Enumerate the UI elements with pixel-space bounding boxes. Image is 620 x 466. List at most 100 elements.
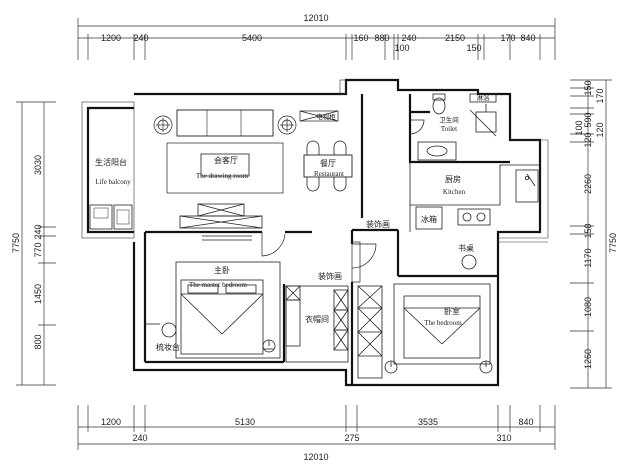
bedroom-bed xyxy=(403,295,481,359)
fridge-label: 冰箱 xyxy=(421,214,437,224)
life-balcony-cn-label: 生活阳台 xyxy=(95,157,127,167)
shower-label: 淋浴 xyxy=(477,93,491,102)
corridor xyxy=(351,241,377,283)
dresser-stool xyxy=(161,322,177,338)
bottom-dim-6: 275 xyxy=(344,433,359,443)
life-balcony: 生活阳台 Life balcony xyxy=(89,157,133,230)
tv-cabinet xyxy=(179,203,263,241)
top-dim-9: 150 xyxy=(466,43,481,53)
right-dimension-labels: 150 170 100 590 120 120 2260 150 1170 10… xyxy=(574,80,605,369)
top-total-dimension: 12010 xyxy=(303,13,328,23)
nightstand-left xyxy=(384,360,398,374)
bedroom-en-label: The bedroom xyxy=(424,319,462,327)
drawing-room-cn-label: 会客厅 xyxy=(214,155,238,165)
top-dim-5: 880 xyxy=(374,33,389,43)
kitchen xyxy=(409,162,540,232)
right-dimension-band xyxy=(570,79,612,389)
left-dim-2: 240 xyxy=(33,224,43,239)
master-bed xyxy=(180,279,264,355)
bedroom xyxy=(357,254,496,379)
ornament-wall-label-1: 装饰画 xyxy=(366,219,390,229)
left-dimension-band xyxy=(16,101,56,386)
top-dim-8: 2150 xyxy=(445,33,465,43)
washing-machine xyxy=(89,204,113,230)
left-total-dimension: 7750 xyxy=(11,233,21,253)
right-dim-1: 150 xyxy=(583,80,593,95)
right-dim-11: 1260 xyxy=(583,349,593,369)
shower-area xyxy=(469,93,497,103)
bottom-dim-3: 3535 xyxy=(418,417,438,427)
restaurant-cn-label: 餐厅 xyxy=(320,159,336,168)
toilet-door[interactable] xyxy=(409,119,425,135)
life-balcony-en-label: Life balcony xyxy=(95,178,131,186)
bedroom-cn-label: 卧室 xyxy=(444,306,460,316)
washbasin xyxy=(417,141,457,161)
top-dim-1: 1200 xyxy=(101,33,121,43)
walls xyxy=(86,78,542,387)
bottom-dim-4: 840 xyxy=(518,417,533,427)
top-dim-2: 240 xyxy=(133,33,148,43)
cloakroom xyxy=(285,285,349,363)
left-dimension-labels: 3030 240 770 1450 800 xyxy=(33,155,43,350)
cloakroom-label: 衣帽间 xyxy=(305,314,329,324)
toilet-cn-label: 卫生间 xyxy=(439,115,459,124)
toilet-bowl xyxy=(432,97,446,115)
left-dim-5: 800 xyxy=(33,334,43,349)
rug xyxy=(166,142,284,194)
master-bedroom-door[interactable] xyxy=(261,232,286,257)
left-dim-4: 1450 xyxy=(33,284,43,304)
balcony-thin-lines xyxy=(81,79,549,243)
bottom-dim-2: 5130 xyxy=(235,417,255,427)
kitchen-sink xyxy=(515,169,539,203)
restaurant: 餐厅 Restaurant 电视柜 装饰画 xyxy=(299,110,390,229)
master-bedroom xyxy=(145,261,281,359)
right-dim-6: 120 xyxy=(583,132,593,147)
kitchen-cn-label: 厨房 xyxy=(445,174,461,184)
right-dim-10: 1080 xyxy=(583,297,593,317)
ornament-wall-label-2: 装饰画 xyxy=(318,271,342,281)
desk-chair xyxy=(461,254,477,270)
master-bedroom-cn-label: 主卧 xyxy=(214,265,230,275)
left-dim-1: 3030 xyxy=(33,155,43,175)
nightstand-lamp xyxy=(262,339,276,353)
top-dimension-band xyxy=(77,18,556,60)
dresser-label: 梳妆台 xyxy=(156,342,180,352)
right-dim-7: 2260 xyxy=(583,174,593,194)
bottom-dim-7: 310 xyxy=(496,433,511,443)
toilet-room: 淋浴 xyxy=(409,93,497,161)
tv-cabinet-label: 电视柜 xyxy=(316,112,336,121)
top-dimension-labels: 1200 240 5400 160 880 240 100 2150 150 1… xyxy=(101,33,536,53)
top-dim-3: 5400 xyxy=(242,33,262,43)
dining-table xyxy=(303,154,353,178)
right-total-dimension: 7750 xyxy=(608,233,618,253)
bottom-dim-1: 1200 xyxy=(101,417,121,427)
top-dim-6: 240 xyxy=(401,33,416,43)
right-dim-8: 150 xyxy=(583,223,593,238)
right-dim-5: 120 xyxy=(595,122,605,137)
dining-chairs xyxy=(306,140,347,192)
bottom-dimension-labels: 1200 5130 3535 840 240 275 310 xyxy=(101,417,534,443)
top-dim-7: 100 xyxy=(394,43,409,53)
coffee-table xyxy=(200,153,250,177)
right-dim-2: 170 xyxy=(595,88,605,103)
cooktop xyxy=(457,208,491,226)
left-dim-3: 770 xyxy=(33,242,43,257)
bottom-dimension-band xyxy=(77,405,556,450)
drawing-room-en-label: The drawing room xyxy=(196,172,249,180)
top-dim-10: 170 xyxy=(500,33,515,43)
sofa xyxy=(176,109,274,137)
hall-tv-cabinet xyxy=(299,110,339,122)
side-table-lamp-left xyxy=(153,115,173,135)
master-bedroom-en-label: The master bedroom xyxy=(189,281,247,289)
bedroom-rug xyxy=(393,283,491,365)
kitchen-en-label: Kitchen xyxy=(443,188,466,196)
bottom-dim-5: 240 xyxy=(132,433,147,443)
side-table-lamp-right xyxy=(277,115,297,135)
toilet-en-label: Toilet xyxy=(441,125,457,133)
desk-label: 书桌 xyxy=(458,243,474,253)
bedroom-door[interactable] xyxy=(351,243,377,269)
right-dim-4: 590 xyxy=(583,112,593,127)
nightstand-right xyxy=(479,360,493,374)
right-dim-3: 100 xyxy=(574,120,584,135)
